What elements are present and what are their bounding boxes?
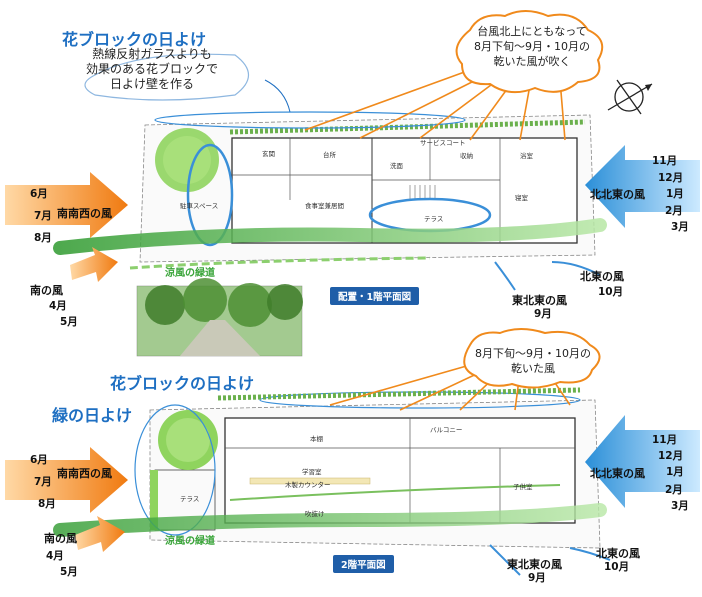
room-dining-living: 食事室兼居間 <box>305 202 344 210</box>
room-parking: 駐車スペース <box>180 202 219 210</box>
top-month-aug: 8月 <box>34 232 52 244</box>
room-void: 吹抜け <box>305 510 325 518</box>
room-childrens: 子供室 <box>513 483 533 491</box>
room-washroom: 洗面 <box>390 162 403 170</box>
top-south-wind: 南の風 <box>30 284 63 297</box>
bottom-callout-cloud <box>463 328 601 389</box>
bottom-nne-wind: 北北東の風 <box>590 467 645 480</box>
subtitle-line-3: 日よけ壁を作る <box>109 77 194 91</box>
bottom-month-apr: 4月 <box>46 550 64 562</box>
top-month-feb: 2月 <box>665 205 683 217</box>
room-terrace-2f: テラス <box>180 495 200 503</box>
room-service-court: サービスコート <box>420 139 466 147</box>
top-plan-label: 配置・1階平面図 <box>330 287 420 305</box>
bottom-month-sep: 9月 <box>528 572 546 584</box>
typhoon-callout-cloud <box>455 10 604 94</box>
room-entrance: 玄関 <box>262 150 275 158</box>
top-nne-wind: 北北東の風 <box>590 188 645 201</box>
bottom-month-may: 5月 <box>60 566 78 578</box>
compass-icon <box>607 79 653 115</box>
bottom-callout: 8月下旬〜9月・10月の 乾いた風 <box>468 346 598 376</box>
top-month-may: 5月 <box>60 316 78 328</box>
top-ssw-wind: 南南西の風 <box>57 207 112 220</box>
room-bedroom: 寝室 <box>515 194 528 202</box>
bottom-month-mar: 3月 <box>671 500 689 512</box>
subtitle-line-2: 効果のある花ブロックで <box>85 62 218 76</box>
room-bookshelf: 本棚 <box>310 435 323 443</box>
room-counter: 木製カウンター <box>285 481 331 489</box>
top-green-path: 涼風の緑道 <box>165 268 215 279</box>
room-balcony: バルコニー <box>430 426 463 434</box>
top-month-apr: 4月 <box>49 300 67 312</box>
room-bath: 浴室 <box>520 152 533 160</box>
bottom-plan-label: 2階平面図 <box>333 555 394 573</box>
room-study: 学習室 <box>302 468 322 476</box>
bottom-ssw-wind: 南南西の風 <box>57 467 112 480</box>
bottom-month-jan: 1月 <box>666 466 684 478</box>
bottom-ene-wind: 東北東の風 <box>507 558 562 571</box>
typhoon-line-3: 乾いた風が吹く <box>493 55 571 68</box>
room-terrace: テラス <box>424 215 444 223</box>
bottom-ne-wind: 北東の風 <box>596 547 640 560</box>
top-title: 花ブロックの日よけ <box>62 30 207 49</box>
top-month-jan: 1月 <box>666 188 684 200</box>
top-month-jun: 6月 <box>30 188 48 200</box>
top-subtitle: 熱線反射ガラスよりも 効果のある花ブロックで 日よけ壁を作る <box>62 47 242 92</box>
bottom-month-jul: 7月 <box>34 476 52 488</box>
bottom-month-dec: 12月 <box>658 450 684 462</box>
bottom-title: 花ブロックの日よけ <box>110 374 255 393</box>
typhoon-line-2: 8月下旬〜9月・10月の <box>474 40 590 53</box>
top-month-nov: 11月 <box>652 155 678 167</box>
bottom-green-path: 涼風の緑道 <box>165 536 215 547</box>
top-ene-wind: 東北東の風 <box>512 294 567 307</box>
room-storage: 収納 <box>460 152 473 160</box>
bottom-callout-line-1: 8月下旬〜9月・10月の <box>475 347 591 360</box>
tree-path-photo <box>136 278 303 357</box>
bottom-callout-line-2: 乾いた風 <box>511 362 555 375</box>
top-plan <box>5 69 700 291</box>
bottom-month-feb: 2月 <box>665 484 683 496</box>
bottom-month-aug: 8月 <box>38 498 56 510</box>
top-month-mar: 3月 <box>671 221 689 233</box>
bottom-month-nov: 11月 <box>652 434 678 446</box>
bottom-plan <box>5 364 700 576</box>
top-month-dec: 12月 <box>658 172 684 184</box>
bottom-south-wind: 南の風 <box>44 532 77 545</box>
top-month-jul: 7月 <box>34 210 52 222</box>
typhoon-line-1: 台風北上にともなって <box>477 25 587 38</box>
bottom-month-oct: 10月 <box>604 561 630 573</box>
room-kitchen: 台所 <box>323 151 336 159</box>
top-ne-wind: 北東の風 <box>580 270 624 283</box>
typhoon-callout: 台風北上にともなって 8月下旬〜9月・10月の 乾いた風が吹く <box>462 24 602 69</box>
top-month-sep: 9月 <box>534 308 552 320</box>
bottom-month-jun: 6月 <box>30 454 48 466</box>
subtitle-line-1: 熱線反射ガラスよりも <box>92 47 212 61</box>
top-month-oct: 10月 <box>598 286 624 298</box>
bottom-green-shade: 緑の日よけ <box>52 406 133 425</box>
